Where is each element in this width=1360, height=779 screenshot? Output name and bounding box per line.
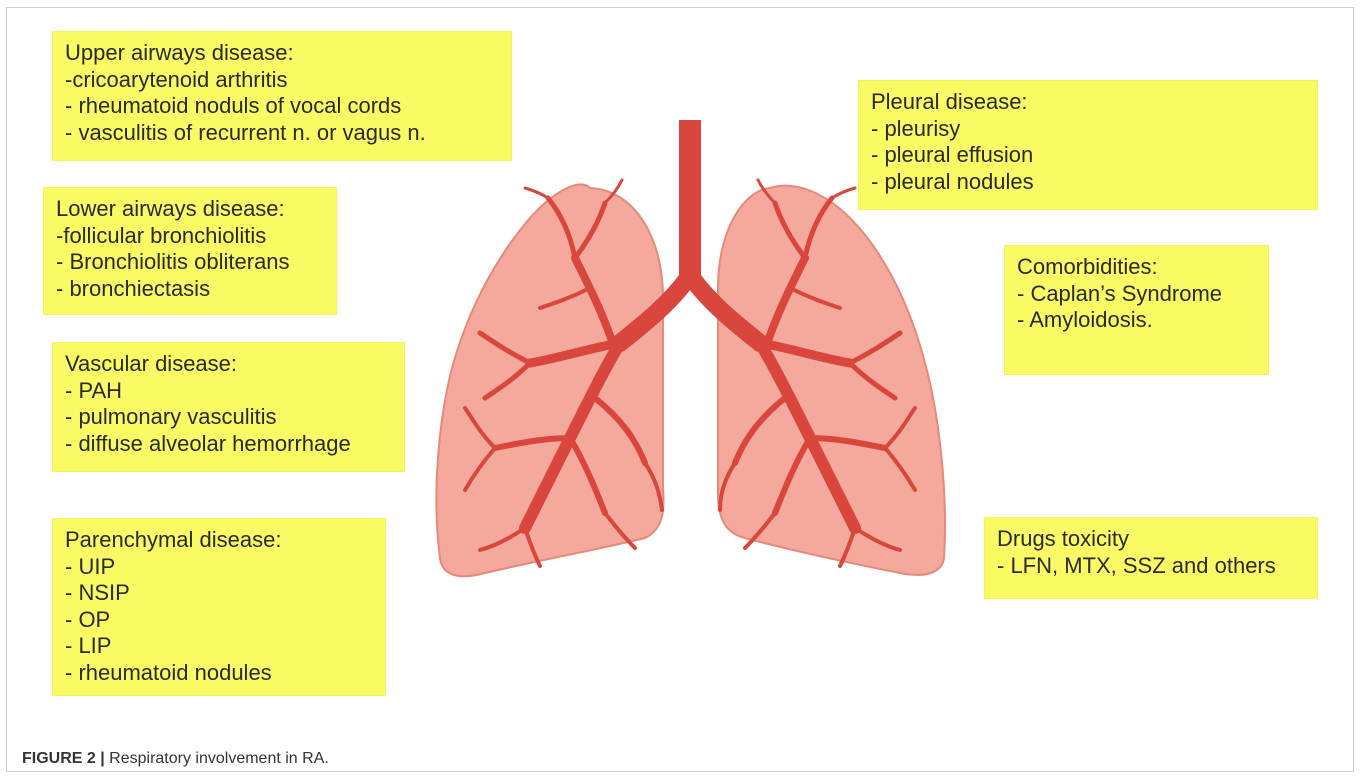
drugs-toxicity-title: Drugs toxicity: [997, 526, 1305, 553]
drugs-toxicity-box: Drugs toxicity - LFN, MTX, SSZ and other…: [985, 518, 1317, 598]
figure-caption-text: Respiratory involvement in RA.: [105, 750, 329, 767]
box-item: - LFN, MTX, SSZ and others: [997, 553, 1305, 580]
box-item: - pulmonary vasculitis: [65, 404, 392, 431]
figure-caption: FIGURE 2 | Respiratory involvement in RA…: [22, 750, 329, 768]
lower-airways-title: Lower airways disease:: [56, 196, 324, 223]
comorbidities-box: Comorbidities: - Caplan’s Syndrome - Amy…: [1005, 246, 1268, 374]
box-item: - rheumatoid nodules: [65, 660, 373, 687]
parenchymal-disease-title: Parenchymal disease:: [65, 527, 373, 554]
box-item: - PAH: [65, 378, 392, 405]
left-lung: [436, 185, 663, 577]
box-item: - LIP: [65, 633, 373, 660]
vascular-disease-box: Vascular disease: - PAH - pulmonary vasc…: [53, 343, 404, 471]
box-item: - OP: [65, 607, 373, 634]
box-item: - bronchiectasis: [56, 276, 324, 303]
lungs-illustration: [430, 118, 950, 580]
box-item: - UIP: [65, 554, 373, 581]
lower-airways-box: Lower airways disease: -follicular bronc…: [44, 188, 336, 314]
box-item: - Bronchiolitis obliterans: [56, 249, 324, 276]
box-item: - diffuse alveolar hemorrhage: [65, 431, 392, 458]
vascular-disease-title: Vascular disease:: [65, 351, 392, 378]
comorbidities-title: Comorbidities:: [1017, 254, 1256, 281]
box-item: - Caplan’s Syndrome: [1017, 281, 1256, 308]
parenchymal-disease-box: Parenchymal disease: - UIP - NSIP - OP -…: [53, 519, 385, 695]
box-item: - Amyloidosis.: [1017, 307, 1256, 334]
box-item: - rheumatoid noduls of vocal cords: [65, 93, 499, 120]
pleural-disease-title: Pleural disease:: [871, 89, 1305, 116]
box-item: -cricoarytenoid arthritis: [65, 67, 499, 94]
figure-label: FIGURE 2 |: [22, 750, 105, 767]
upper-airways-title: Upper airways disease:: [65, 40, 499, 67]
right-lung: [718, 186, 945, 575]
box-item: -follicular bronchiolitis: [56, 223, 324, 250]
box-item: - NSIP: [65, 580, 373, 607]
